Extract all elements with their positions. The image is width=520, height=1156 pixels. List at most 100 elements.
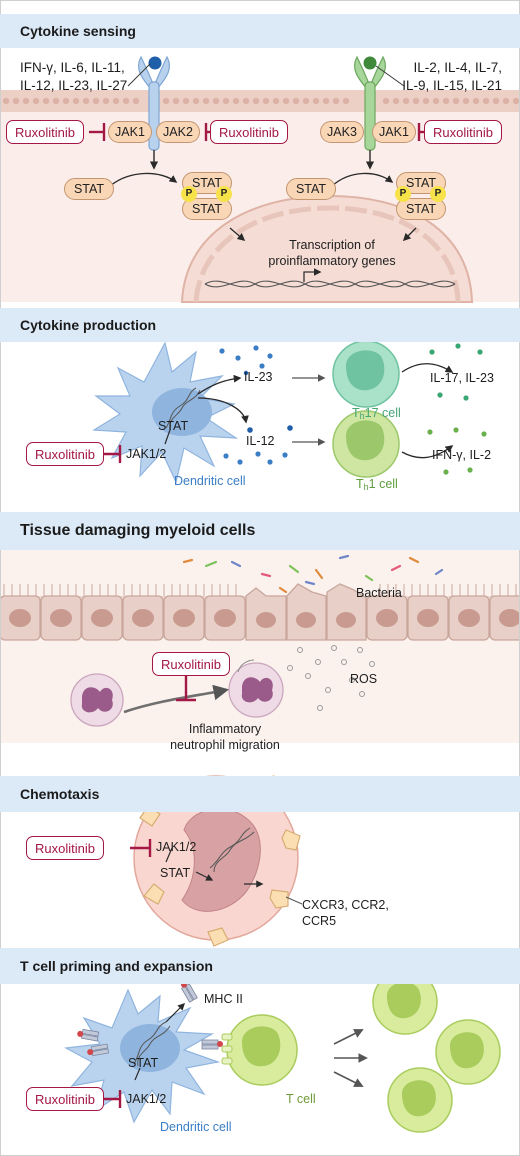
arrow-stat-phospho-right — [331, 172, 394, 187]
receptors-line1: CXCR3, CCR2, — [302, 898, 389, 912]
t-cell-label: T cell — [286, 1092, 316, 1106]
expanded-t-cells — [372, 969, 501, 1133]
jak-to-stat-chemo — [165, 847, 173, 863]
stat-chemotaxis: STAT — [160, 866, 191, 880]
th1-label-sub: h — [363, 482, 369, 492]
stat-dimer-right-bottom: STAT — [396, 198, 446, 220]
th17-nucleus — [346, 350, 385, 391]
dendritic-cell-label: Dendritic cell — [174, 474, 246, 488]
th1-nucleus — [346, 420, 385, 461]
th17-label-rest: 17 cell — [364, 406, 401, 420]
header-cytokine-sensing: Cytokine sensing — [0, 14, 520, 48]
arrow-stat-to-nucleus — [195, 871, 214, 881]
epithelial-nuclei — [9, 609, 520, 628]
cell-membrane — [2, 97, 520, 105]
neutrophil-origin-nucleus — [81, 687, 113, 713]
ros-particles — [287, 645, 375, 711]
th17-cytokines — [429, 343, 483, 401]
ruxolitinib-label-chemotaxis: Ruxolitinib — [26, 836, 104, 860]
dna-chemotaxis — [209, 827, 255, 873]
jak3: JAK3 — [320, 121, 364, 143]
transcription-start-arrow — [303, 268, 322, 282]
il-dark-dots — [243, 370, 293, 433]
arrow-to-mhc — [165, 1002, 186, 1023]
ruxolitinib-label-tissue: Ruxolitinib — [152, 652, 230, 676]
panel-tissue-damage — [0, 543, 520, 743]
jak2: JAK2 — [156, 121, 200, 143]
microvilli — [3, 584, 517, 596]
jak12-priming: JAK1/2 — [126, 1092, 167, 1106]
migration-line1: Inflammatory — [188, 722, 262, 736]
transcription-line1: Transcription of — [289, 238, 375, 252]
header-chemotaxis: Chemotaxis — [0, 776, 520, 812]
receptor-leader — [285, 896, 303, 905]
ligand-leader-left — [127, 63, 151, 87]
header-cytokine-production: Cytokine production — [0, 308, 520, 342]
migration-arrow — [123, 684, 230, 714]
ruxolitinib-label-priming: Ruxolitinib — [26, 1087, 104, 1111]
phospho-right-1: P — [395, 186, 411, 202]
jak1-left: JAK1 — [108, 121, 152, 143]
arrow-to-nucleus-left — [229, 227, 246, 242]
il23-label: IL-23 — [244, 370, 273, 384]
panel-title-cytokine-sensing: Cytokine sensing — [20, 23, 136, 39]
il12-label: IL-12 — [246, 434, 275, 448]
jak1-right: JAK1 — [372, 121, 416, 143]
stat-dimer-left-bottom: STAT — [182, 198, 232, 220]
jak12-dendritic: JAK1/2 — [126, 447, 167, 461]
panel-t-cell-priming — [64, 969, 501, 1133]
ruxolitinib-label-production: Ruxolitinib — [26, 442, 104, 466]
dna-strand — [204, 280, 456, 288]
header-tissue-damage: Tissue damaging myeloid cells — [0, 512, 520, 550]
th1-label-rest: 1 cell — [368, 477, 398, 491]
mhc-ii-label: MHC II — [204, 992, 243, 1006]
inhibitor-line-tissue — [176, 672, 196, 702]
migration-line2: neutrophil migration — [170, 738, 280, 752]
dna-dendritic — [165, 387, 201, 431]
panel-title-t-cell-priming: T cell priming and expansion — [20, 958, 213, 974]
left-cytokines-line1: IFN-γ, IL-6, IL-11, — [20, 60, 125, 75]
th1-cytokines — [427, 427, 487, 475]
bacteria-icons — [182, 554, 444, 594]
th1-output-label: IFN-γ, IL-2 — [432, 448, 492, 462]
stat-priming: STAT — [128, 1056, 159, 1070]
th17-label-t: T — [352, 406, 360, 420]
il23-molecules — [219, 345, 273, 369]
arrow-to-nucleus-right — [402, 227, 417, 242]
stat-left: STAT — [64, 178, 114, 200]
ruxolitinib-label-sensing-right: Ruxolitinib — [424, 120, 502, 144]
jak-stat-link-priming — [134, 1067, 141, 1081]
jak-stat-link — [164, 429, 171, 445]
stat-right: STAT — [286, 178, 336, 200]
dendritic-priming-nucleus — [120, 1024, 180, 1072]
th17-output-label: IL-17, IL-23 — [430, 371, 494, 385]
right-cytokines-line1: IL-2, IL-4, IL-7, — [413, 60, 502, 75]
th17-label-sub: h — [359, 411, 365, 421]
ros-label: ROS — [350, 672, 378, 686]
panel-cytokine-production — [92, 340, 487, 484]
arrow-th17-secretion — [401, 363, 454, 373]
inhibitor-line-chemotaxis — [130, 839, 152, 857]
dendritic-nucleus — [152, 388, 212, 436]
phospho-right-2: P — [430, 186, 446, 202]
th17-label: Th17 cell — [352, 406, 401, 421]
phospho-left-1: P — [181, 186, 197, 202]
panel-title-chemotaxis: Chemotaxis — [20, 786, 100, 802]
arrow-stat-phospho-left — [109, 172, 178, 187]
ruxolitinib-label-sensing-mid: Ruxolitinib — [210, 120, 288, 144]
neutrophil-target-nucleus — [241, 677, 273, 703]
arrow-to-il12 — [197, 397, 249, 424]
mhc-ii-molecules — [77, 981, 223, 1057]
phospho-left-2: P — [216, 186, 232, 202]
dendritic-cell-priming-label: Dendritic cell — [160, 1120, 232, 1134]
ros-leader — [237, 659, 255, 673]
header-t-cell-priming: T cell priming and expansion — [0, 948, 520, 984]
panel-title-tissue-damage: Tissue damaging myeloid cells — [20, 522, 256, 539]
expansion-arrows — [333, 1029, 368, 1087]
stat-dendritic: STAT — [158, 419, 189, 433]
t-cell-nucleus — [242, 1026, 281, 1067]
jak12-chemotaxis: JAK1/2 — [156, 840, 197, 854]
left-cytokines-line2: IL-12, IL-23, IL-27 — [20, 78, 128, 93]
